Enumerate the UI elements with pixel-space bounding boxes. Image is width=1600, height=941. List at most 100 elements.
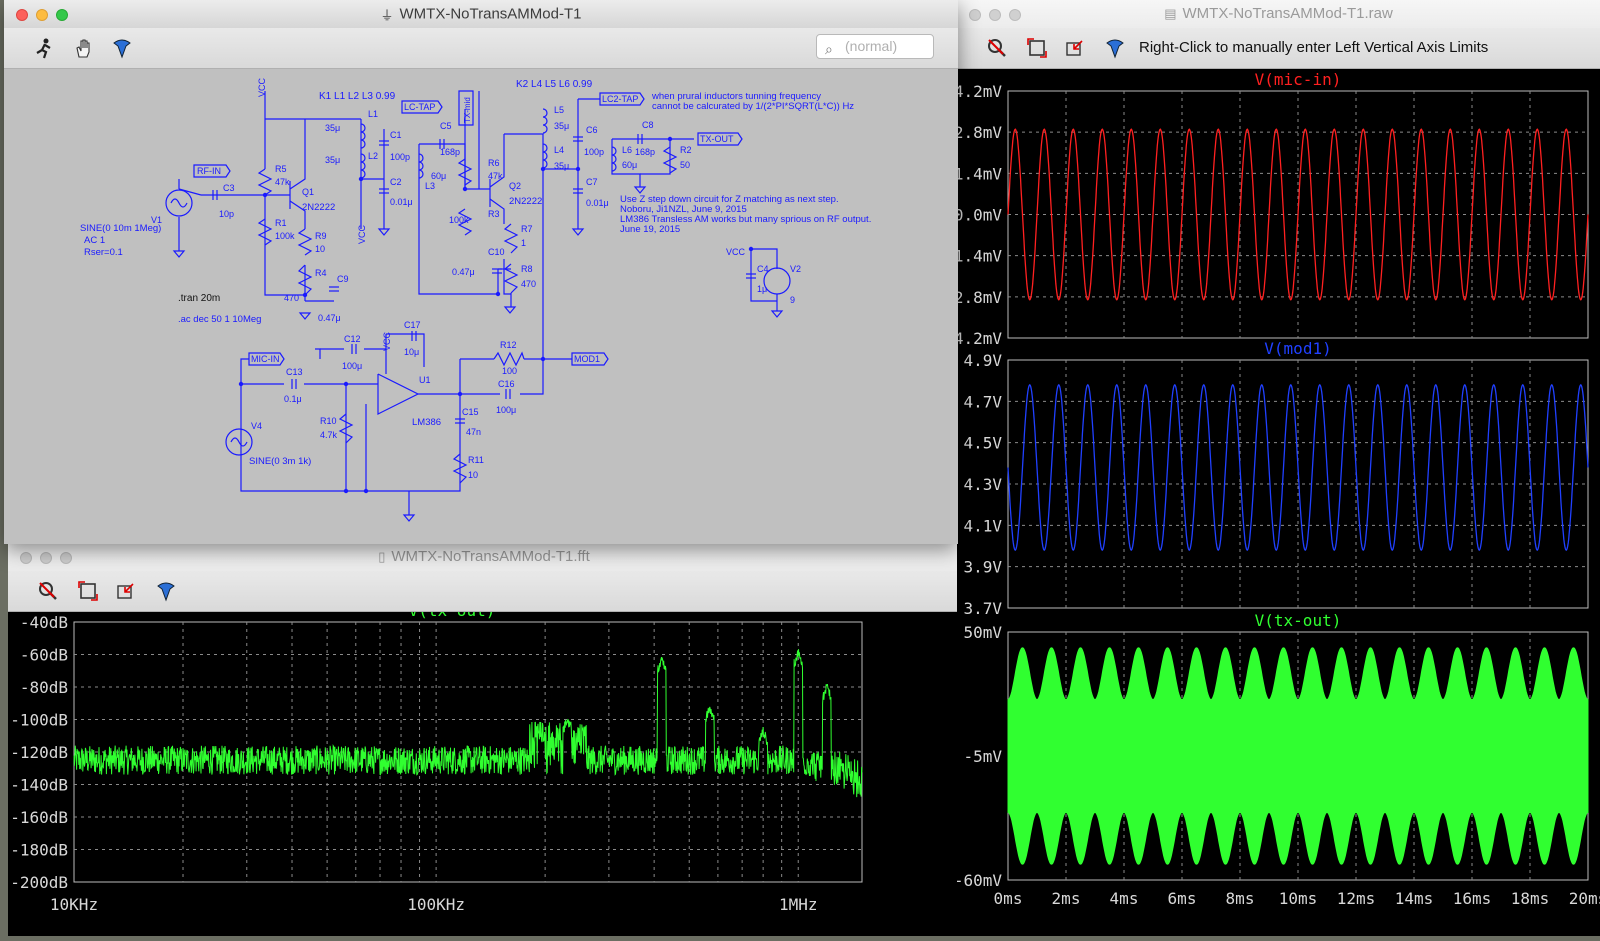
minimize-button[interactable] [989,9,1001,21]
close-button[interactable] [969,9,981,21]
c3-value: 10p [219,209,234,219]
time-x-tick: 8ms [1226,889,1255,908]
schematic-canvas[interactable]: VCC K1 L1 L2 L3 0.99 K2 L4 L5 L6 0.99 wh… [4,69,958,544]
r7-name: R7 [521,224,533,234]
window-controls [20,551,80,568]
search-input[interactable]: ⌕(normal) [816,34,934,59]
vcc-label: VCC [257,77,267,97]
tx-out-y-tick: 50mV [963,623,1002,642]
probe-icon[interactable] [1103,36,1127,60]
mod1-y-tick: 4.9V [963,351,1002,370]
probe-icon[interactable] [110,36,134,60]
r8-name: R8 [521,264,533,274]
pan-hand-icon[interactable] [72,36,96,60]
c8-value: 168p [635,147,655,157]
l1-value: 35μ [325,123,340,133]
ac-directive: .ac dec 50 1 10Meg [178,314,261,325]
transient-charts[interactable]: 4.2mV2.8mV1.4mV0.0mV-1.4mV-2.8mV-4.2mVV(… [944,69,1600,936]
note-prural-1: when prural inductors tunning frequency [651,91,821,102]
c13-value: 0.1μ [284,394,302,404]
tx-out-envelope [1007,647,1589,865]
c4-name: C4 [757,264,769,274]
schematic-titlebar: ⏚WMTX-NoTransAMMod-T1 [4,0,958,29]
schematic-drawing[interactable]: VCC K1 L1 L2 L3 0.99 K2 L4 L5 L6 0.99 wh… [4,69,958,544]
close-button[interactable] [16,9,28,21]
c12-name: C12 [344,334,361,344]
l6-value: 60μ [622,160,637,170]
tran-directive: .tran 20m [178,293,220,304]
c16-name: C16 [498,379,515,389]
c1-value: 100p [390,152,410,162]
minimize-button[interactable] [40,552,52,564]
zoom-button[interactable] [56,9,68,21]
c6-name: C6 [586,125,598,135]
fft-y-tick: -200dB [10,873,68,892]
transient-plot-area[interactable]: 4.2mV2.8mV1.4mV0.0mV-1.4mV-2.8mV-4.2mVV(… [944,69,1600,936]
zoom-back-icon[interactable] [1063,36,1087,60]
run-icon[interactable] [32,36,56,60]
close-button[interactable] [20,552,32,564]
fft-y-tick: -40dB [20,613,68,632]
autorange-icon[interactable] [1025,36,1049,60]
net-mod1: MOD1 [574,354,600,364]
r11-value: 10 [468,470,478,480]
schematic-wires [165,90,791,522]
fft-y-tick: -100dB [10,711,68,730]
fft-y-tick: -140dB [10,776,68,795]
fft-window: ▯WMTX-NoTransAMMod-T1.fft -40dB-60dB-80d… [8,543,960,936]
c9-name: C9 [337,274,349,284]
zoom-button[interactable] [1009,9,1021,21]
mod1-y-tick: 4.7V [963,392,1002,411]
time-x-tick: 2ms [1052,889,1081,908]
r9-value: 10 [315,244,325,254]
c9-value: 0.47μ [318,313,341,323]
l6-name: L6 [622,145,632,155]
r8-value: 470 [521,279,536,289]
fft-plot-area[interactable]: -40dB-60dB-80dB-100dB-120dB-140dB-160dB-… [8,601,960,936]
probe-icon[interactable] [154,579,178,603]
autorange-icon[interactable] [76,579,100,603]
mic-in-y-tick: -4.2mV [957,329,1002,348]
l5-name: L5 [554,105,564,115]
l2-value: 35μ [325,155,340,165]
document-icon: ▯ [378,549,386,565]
zoom-back-icon[interactable] [114,579,138,603]
schematic-window: ⏚WMTX-NoTransAMMod-T1 ⌕(normal) [4,0,958,544]
zoom-cancel-icon[interactable] [36,579,60,603]
zoom-button[interactable] [60,552,72,564]
mod1-title: V(mod1) [1264,339,1331,358]
q2-value: 2N2222 [509,196,542,207]
r6-name: R6 [488,158,500,168]
mod1-y-tick: 3.9V [963,558,1002,577]
r3-value: 100k [449,215,469,225]
l4-value: 35μ [554,161,569,171]
c16-value: 100μ [496,405,516,415]
mod1-y-tick: 4.1V [963,516,1002,535]
c5-value: 168p [440,147,460,157]
net-tx-out: TX-OUT [700,134,734,144]
axis-hint-text: Right-Click to manually enter Left Verti… [1139,39,1489,56]
time-x-tick: 14ms [1395,889,1434,908]
r9-name: R9 [315,231,327,241]
c7-value: 0.01μ [586,198,609,208]
window-title: WMTX-NoTransAMMod-T1.raw [1182,5,1393,22]
r10-name: R10 [320,416,337,426]
raw-toolbar: Right-Click to manually enter Left Verti… [957,28,1600,69]
net-tx-mid: TX-mid [463,97,472,123]
r1-value: 100k [275,231,295,241]
l3-name: L3 [425,181,435,191]
fft-y-tick: -160dB [10,808,68,827]
time-x-tick: 12ms [1337,889,1376,908]
vcc-label-l2: VCC [357,224,367,244]
c2-value: 0.01μ [390,197,413,207]
c12-value: 100μ [342,361,362,371]
c15-value: 47n [466,427,481,437]
fft-trace [73,649,863,798]
schematic-junctions [238,136,754,494]
c4-value: 1μ [757,284,767,294]
fft-chart[interactable]: -40dB-60dB-80dB-100dB-120dB-140dB-160dB-… [8,601,960,936]
zoom-cancel-icon[interactable] [985,36,1009,60]
r6-value: 47k [488,171,503,181]
r4-name: R4 [315,268,327,278]
minimize-button[interactable] [36,9,48,21]
